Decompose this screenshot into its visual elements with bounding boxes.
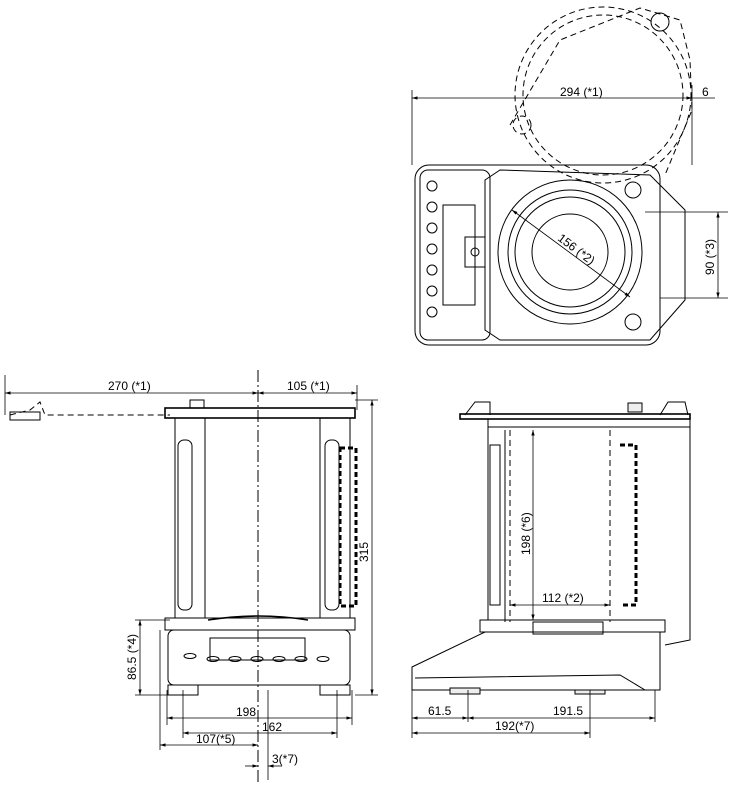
chamber-height-label: 198 (*6) — [519, 512, 533, 555]
draft-shield — [174, 417, 351, 619]
side-door-handle-side — [620, 443, 638, 607]
door-swing-circle — [514, 6, 692, 184]
width-label: 198 — [236, 705, 256, 719]
chamber-width-label: 112 (*2) — [542, 591, 584, 605]
base-height-label: 86.5 (*4) — [125, 634, 139, 680]
top-width-label: 294 (*1) — [560, 85, 603, 99]
top-plate — [164, 407, 356, 419]
base-outline-top — [414, 164, 661, 346]
keypad — [183, 653, 330, 662]
side-base — [411, 631, 661, 691]
right-reach-label: 105 (*1) — [287, 379, 330, 393]
rear-depth-label: 191.5 — [553, 704, 583, 718]
side-view: 198 (*6) 112 (*2) 61.5 191.5 192(*7) — [411, 401, 691, 738]
total-height-label: 315 — [357, 542, 371, 562]
small-offset-label: 3(*7) — [272, 752, 298, 766]
foot-span-label: 162 — [262, 720, 282, 734]
front-depth-label: 61.5 — [428, 704, 452, 718]
button-column — [426, 180, 438, 318]
side-door-handle — [338, 446, 358, 608]
top-view: 294 (*1) 6 156 (*2) 90 (*3) — [411, 6, 728, 346]
pan-diameter-label: 156 (*2) — [555, 231, 598, 268]
side-top-plate — [459, 413, 691, 420]
top-offset-label: 6 — [702, 85, 709, 99]
display-window — [209, 637, 306, 661]
total-depth-label: 192(*7) — [495, 719, 534, 733]
left-reach-label: 270 (*1) — [108, 379, 151, 393]
front-view: 270 (*1) 105 (*1) 315 86.5 (*4) 198 162 … — [4, 370, 378, 785]
center-offset-label: 107(*5) — [196, 732, 235, 746]
top-depth-label: 90 (*3) — [703, 239, 717, 275]
front-base — [167, 629, 351, 686]
